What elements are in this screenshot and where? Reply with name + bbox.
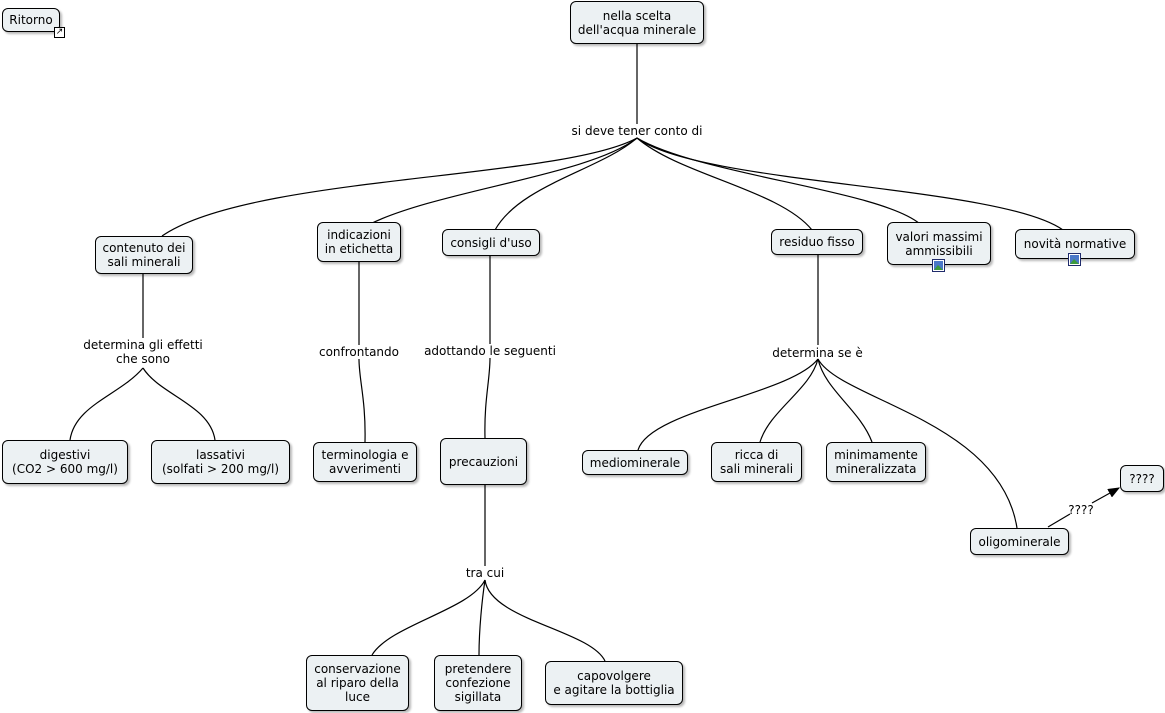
link-label-unknown (1091, 487, 1121, 504)
link-label-conservazione (371, 579, 486, 656)
concept-residuo[interactable]: residuo fisso (771, 229, 863, 255)
concept-conservazione[interactable]: conservazione al riparo della luce (306, 655, 409, 711)
link-label-lassativi (142, 367, 216, 441)
concept-oligominerale[interactable]: oligominerale (970, 528, 1069, 555)
link-label-precauzioni (484, 357, 491, 439)
concept-terminologia[interactable]: terminologia e avverimenti (313, 442, 417, 482)
link-label-mediominerale (637, 358, 819, 451)
link-hub-residuo (636, 137, 813, 231)
link-hub-novita (636, 137, 1064, 231)
image-icon[interactable] (1068, 253, 1081, 266)
concept-novita[interactable]: novità normative (1015, 229, 1135, 259)
link-oligo-label (1047, 513, 1071, 528)
concept-precauzioni[interactable]: precauzioni (440, 438, 527, 485)
link-label-determina-effetti: determina gli effetti che sono (83, 338, 203, 366)
concept-ricca[interactable]: ricca di sali minerali (711, 442, 802, 482)
link-label-tra-cui: tra cui (465, 566, 505, 580)
concept-unknown[interactable]: ???? (1120, 465, 1164, 492)
root-concept[interactable]: nella scelta dell'acqua minerale (570, 1, 704, 44)
link-label-digestivi (69, 367, 144, 441)
link-label-determina-se: determina se è (772, 346, 863, 360)
concept-consigli[interactable]: consigli d'uso (442, 229, 540, 256)
back-node[interactable]: Ritorno (2, 8, 60, 32)
concept-capovolgere[interactable]: capovolgere e agitare la bottiglia (545, 661, 683, 705)
concept-contenuto[interactable]: contenuto dei sali minerali (95, 236, 193, 274)
link-label-question: ???? (1068, 503, 1094, 517)
link-label-terminologia (358, 358, 366, 443)
link-hub-valori (636, 137, 921, 225)
link-label-minimamente (817, 358, 873, 443)
link-label-si-deve: si deve tener conto di (571, 124, 703, 138)
link-label-oligominerale (817, 358, 1018, 529)
link-label-adottando: adottando le seguenti (424, 344, 556, 358)
concept-digestivi[interactable]: digestivi (CO2 > 600 mg/l) (2, 440, 128, 484)
link-label-ricca (759, 358, 819, 443)
image-icon[interactable] (932, 259, 945, 272)
concept-minimamente[interactable]: minimamente mineralizzata (826, 442, 926, 482)
link-hub-contenuto (161, 137, 638, 237)
concept-lassativi[interactable]: lassativi (solfati > 200 mg/l) (151, 440, 290, 484)
link-label-capovolgere (484, 579, 606, 662)
link-hub-indicazioni (369, 137, 638, 225)
link-hub-consigli (494, 137, 638, 231)
concept-pretendere[interactable]: pretendere confezione sigillata (434, 655, 522, 711)
link-label-confrontando: confrontando (318, 345, 399, 359)
link-label-pretendere (478, 579, 486, 656)
concept-indicazioni[interactable]: indicazioni in etichetta (317, 222, 401, 262)
concept-mediominerale[interactable]: mediominerale (582, 450, 688, 475)
external-link-icon[interactable]: ↗ (54, 27, 65, 38)
